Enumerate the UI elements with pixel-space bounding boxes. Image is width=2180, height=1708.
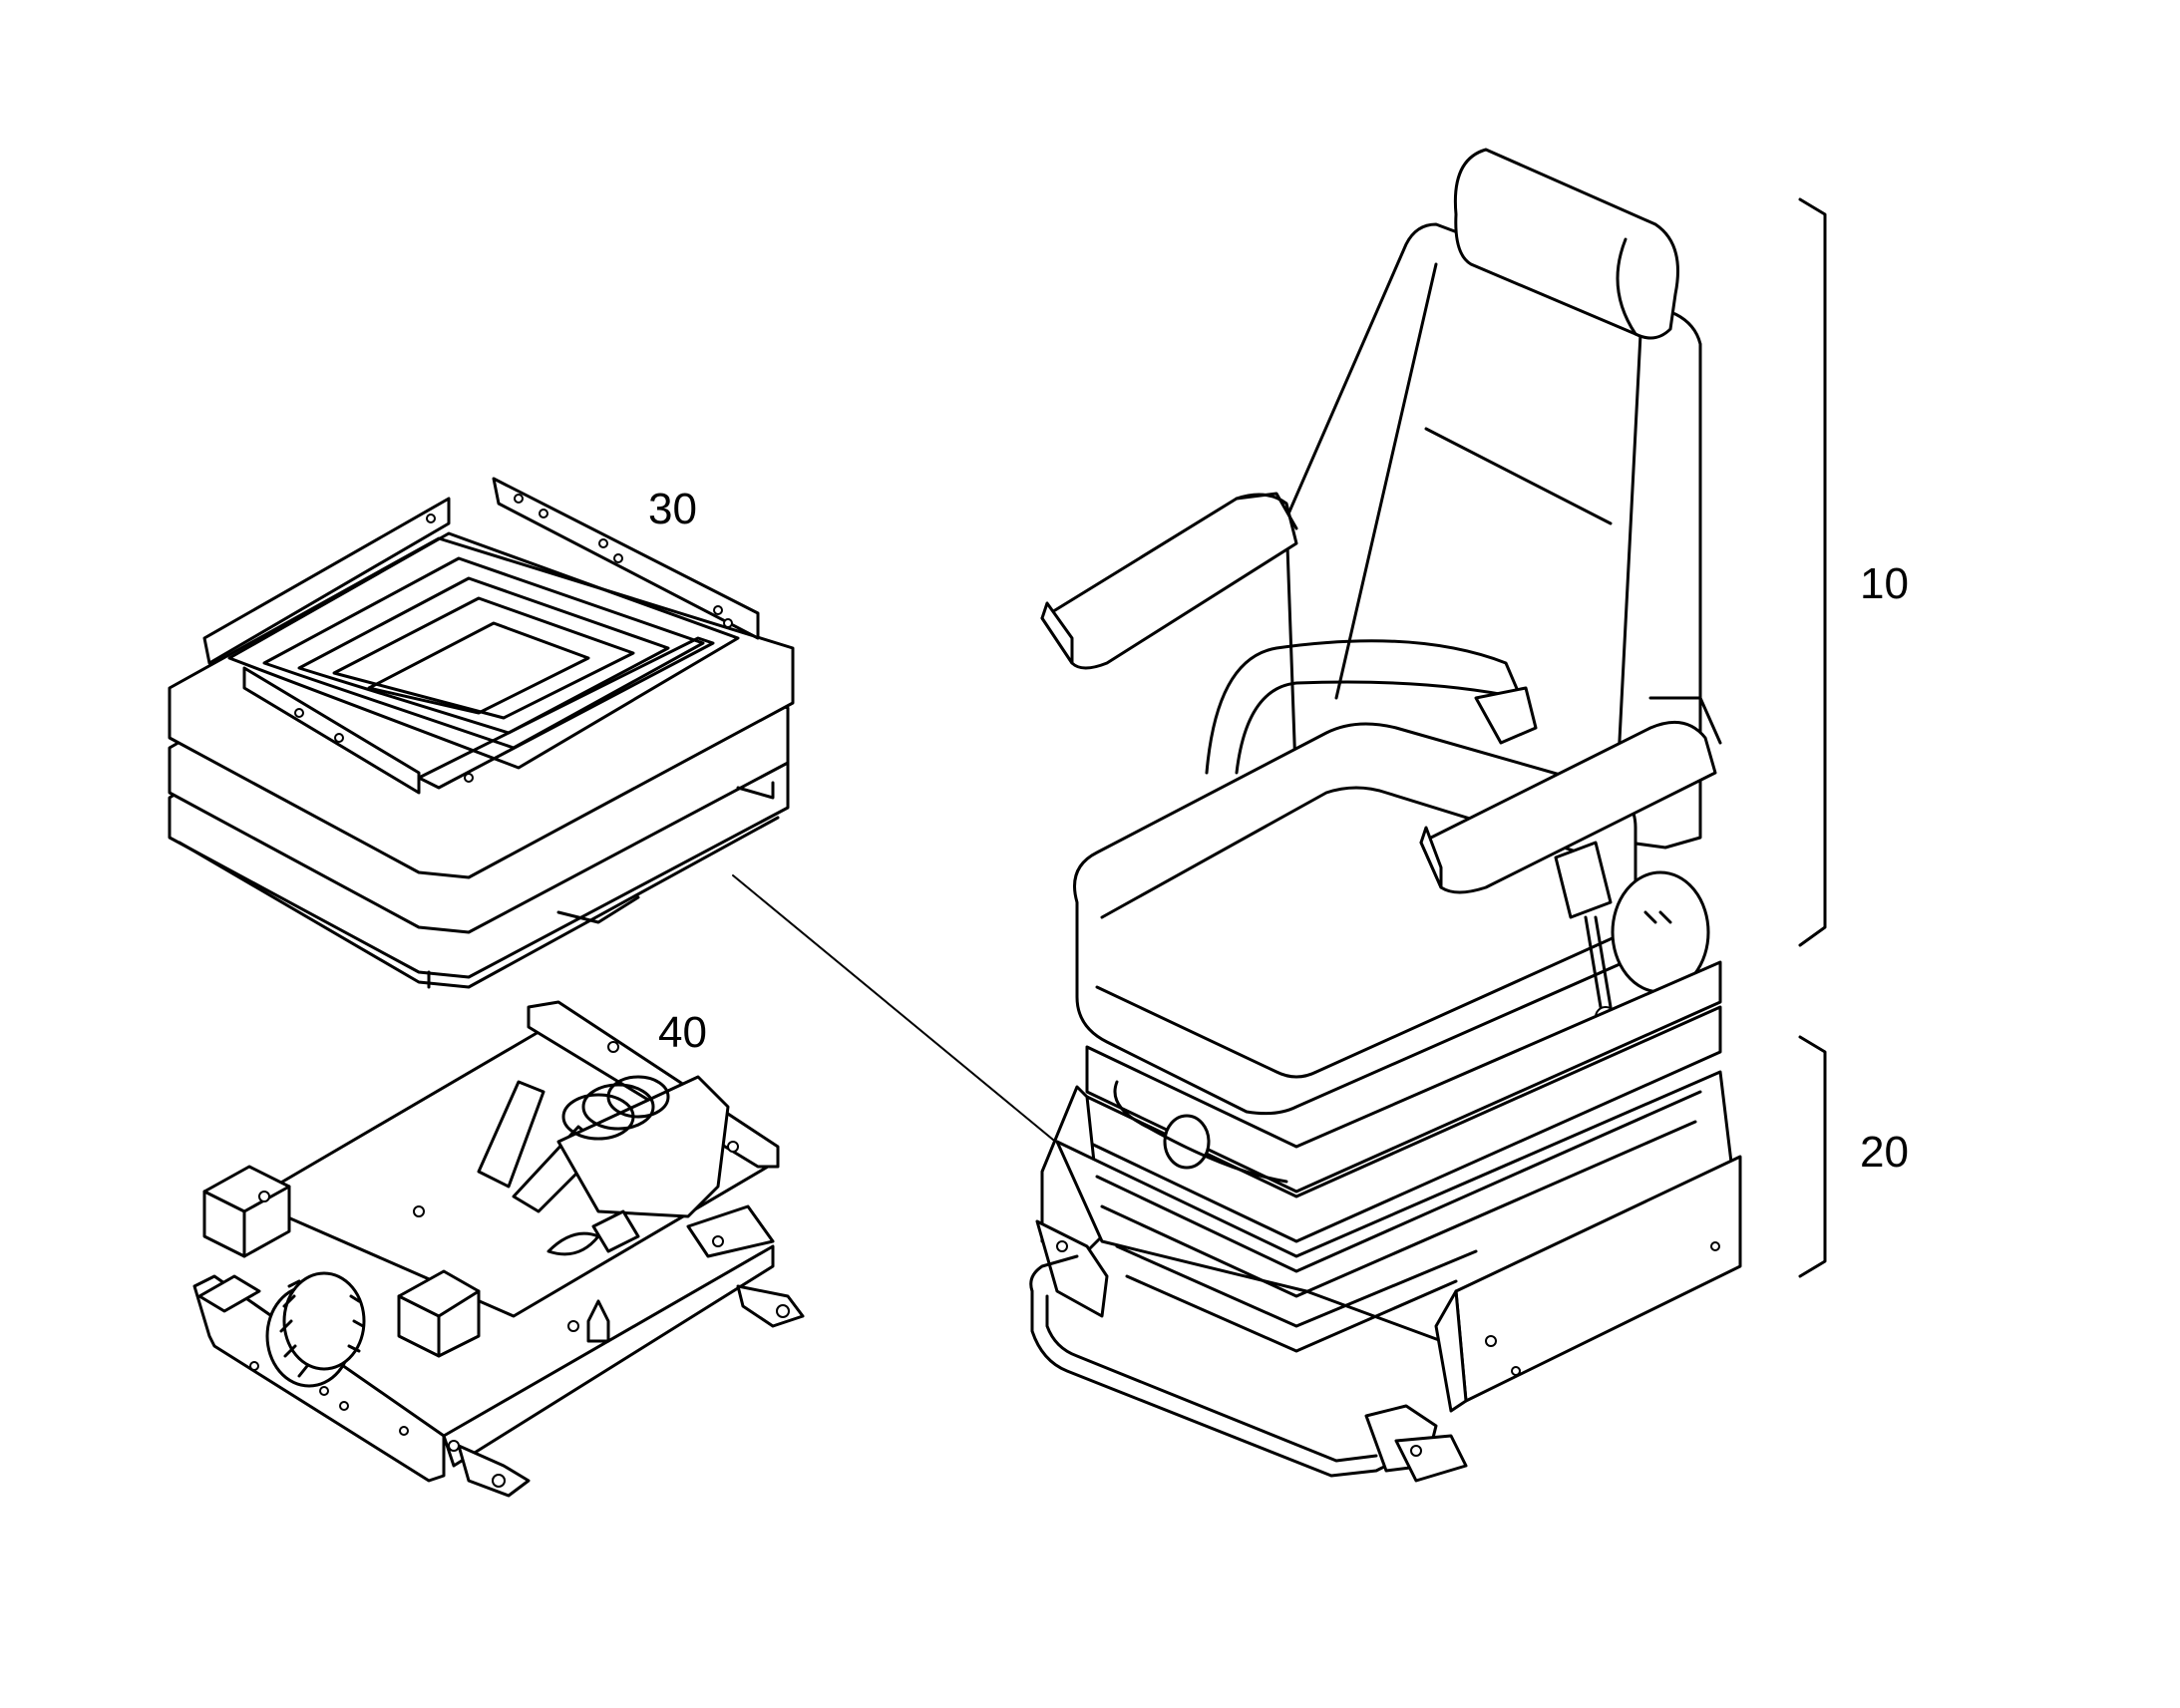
- bracket-20: [1798, 1035, 1827, 1278]
- callout-30: 30: [648, 485, 697, 533]
- callout-10: 10: [1860, 559, 1909, 608]
- part-40-slide-mechanism: [192, 1000, 805, 1498]
- complete-seat-assembly: [1029, 148, 1742, 1483]
- callout-40: 40: [658, 1008, 707, 1057]
- bracket-10: [1798, 197, 1827, 947]
- adjustment-knob: [265, 1271, 366, 1388]
- part-30-suspension-bellows: [168, 477, 795, 989]
- callout-20: 20: [1860, 1128, 1909, 1177]
